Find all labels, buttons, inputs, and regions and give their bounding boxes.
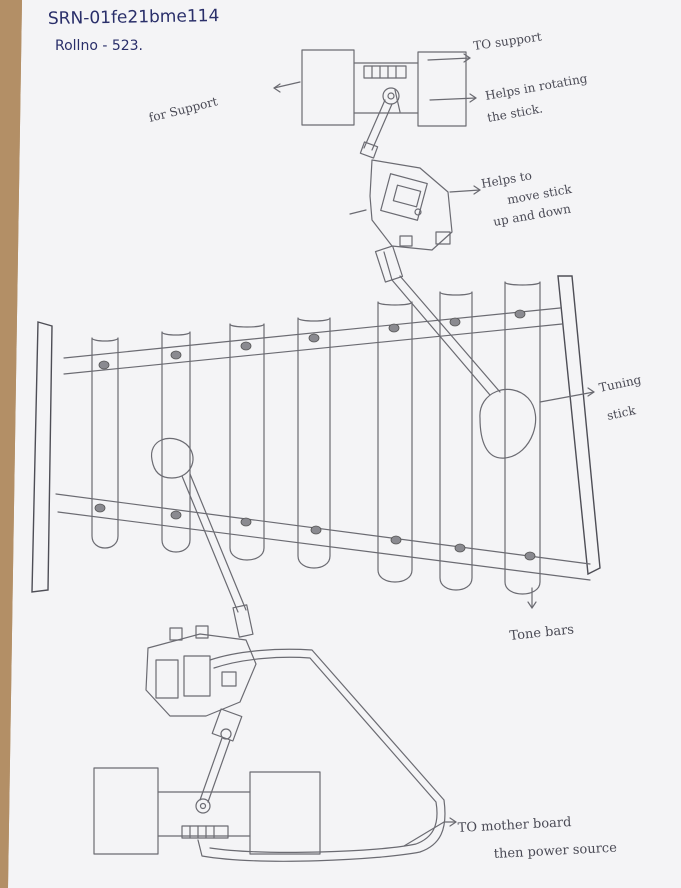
srn-text: SRN-01fe21bme114 [48, 6, 220, 29]
rollno-text: Rollno - 523. [55, 38, 143, 54]
